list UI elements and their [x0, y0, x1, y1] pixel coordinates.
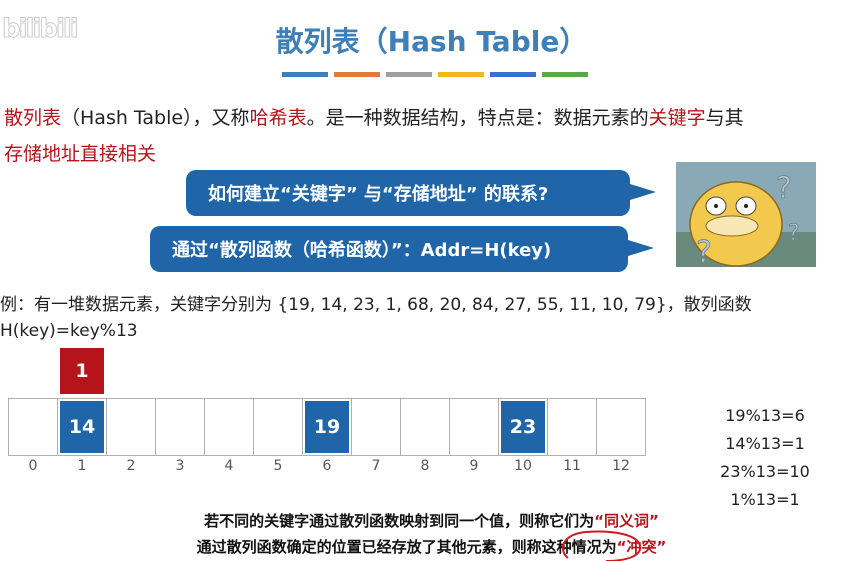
hash-table-slot: [547, 398, 597, 456]
calc-line: 23%13=10: [720, 462, 810, 481]
slot-index: 7: [371, 458, 381, 474]
collision-note: 通过散列函数确定的位置已经存放了其他元素，则称这种情况为“冲突”: [0, 534, 863, 560]
question-bubble: 如何建立“关键字” 与“存储地址” 的联系?: [186, 170, 656, 216]
hash-table-element: 19: [305, 401, 349, 453]
hash-table-slot: [400, 398, 450, 456]
intro-text-1: （Hash Table），又称: [61, 107, 250, 129]
calc-line: 1%13=1: [730, 490, 800, 509]
synonym-note: 若不同的关键字通过散列函数映射到同一个值，则称它们为“同义词”: [0, 508, 863, 534]
hash-table-slot: [155, 398, 205, 456]
slot-index: 5: [273, 458, 283, 474]
hash-table-slot: [204, 398, 254, 456]
hash-table: 14 19 23: [8, 398, 646, 456]
slot-index: 2: [126, 458, 136, 474]
slot-index: 10: [514, 458, 532, 474]
hash-table-slot: 19: [302, 398, 352, 456]
slot-index: 0: [28, 458, 38, 474]
title-color-bar: [438, 72, 484, 77]
intro-paragraph: 散列表（Hash Table），又称哈希表。是一种数据结构，特点是：数据元素的关…: [4, 100, 863, 172]
overflow-element: 1: [60, 348, 104, 394]
hash-calculations: 19%13=6 14%13=1 23%13=10 1%13=1: [700, 402, 830, 514]
collision-term: “冲突”: [616, 538, 667, 556]
slot-index: 12: [612, 458, 630, 474]
hash-table-element: 14: [60, 401, 104, 453]
slot-index: 4: [224, 458, 234, 474]
svg-text:?: ?: [788, 221, 800, 246]
title-color-bar: [386, 72, 432, 77]
slot-index: 9: [469, 458, 479, 474]
hash-table-slot: [596, 398, 646, 456]
bilibili-watermark: bilibili: [2, 14, 80, 45]
hash-table-slot: [8, 398, 58, 456]
synonym-note-text: 若不同的关键字通过散列函数映射到同一个值，则称它们为: [204, 512, 595, 530]
intro-key: 关键字: [648, 107, 706, 129]
slide-title: 散列表（Hash Table）: [275, 25, 588, 58]
title-color-bar: [334, 72, 380, 77]
title-color-bars: [282, 72, 588, 77]
intro-term: 散列表: [4, 107, 62, 129]
question-text: 如何建立“关键字” 与“存储地址” 的联系?: [208, 184, 549, 205]
hash-table-slot: 14: [57, 398, 107, 456]
hash-table-slot: [106, 398, 156, 456]
synonym-term: “同义词”: [594, 512, 659, 530]
answer-bubble: 通过“散列函数（哈希函数）”：Addr=H(key): [150, 226, 654, 272]
example-line-2: H(key)=key%13: [0, 321, 138, 341]
hash-table-slot: 23: [498, 398, 548, 456]
hash-table-slot: [253, 398, 303, 456]
hash-table-slot: [351, 398, 401, 456]
title-color-bar: [542, 72, 588, 77]
intro-text-3: 与其: [705, 107, 744, 129]
intro-tail: 存储地址直接相关: [4, 143, 157, 165]
calc-line: 19%13=6: [725, 406, 805, 425]
slot-index: 11: [563, 458, 581, 474]
hash-table-element: 23: [501, 401, 545, 453]
psyduck-image: ? ? ?: [676, 162, 816, 267]
title-color-bar: [282, 72, 328, 77]
calc-line: 14%13=1: [725, 434, 805, 453]
example-text: 例：有一堆数据元素，关键字分别为 {19, 14, 23, 1, 68, 20,…: [0, 292, 860, 344]
slot-index: 1: [77, 458, 87, 474]
collision-note-text: 通过散列函数确定的位置已经存放了其他元素，则称这种情况为: [196, 538, 617, 556]
slot-index: 8: [420, 458, 430, 474]
intro-text-2: 。是一种数据结构，特点是：数据元素的: [306, 107, 649, 129]
svg-text:?: ?: [776, 171, 792, 206]
slot-index: 3: [175, 458, 185, 474]
title-color-bar: [490, 72, 536, 77]
example-line-1: 例：有一堆数据元素，关键字分别为 {19, 14, 23, 1, 68, 20,…: [0, 295, 752, 315]
definition-notes: 若不同的关键字通过散列函数映射到同一个值，则称它们为“同义词” 通过散列函数确定…: [0, 508, 863, 560]
psyduck-illustration: ? ? ?: [676, 162, 816, 267]
svg-text:?: ?: [696, 235, 712, 267]
hash-table-slot: [449, 398, 499, 456]
slot-index: 6: [322, 458, 332, 474]
answer-text: 通过“散列函数（哈希函数）”：Addr=H(key): [172, 240, 552, 261]
intro-alias: 哈希表: [249, 107, 307, 129]
